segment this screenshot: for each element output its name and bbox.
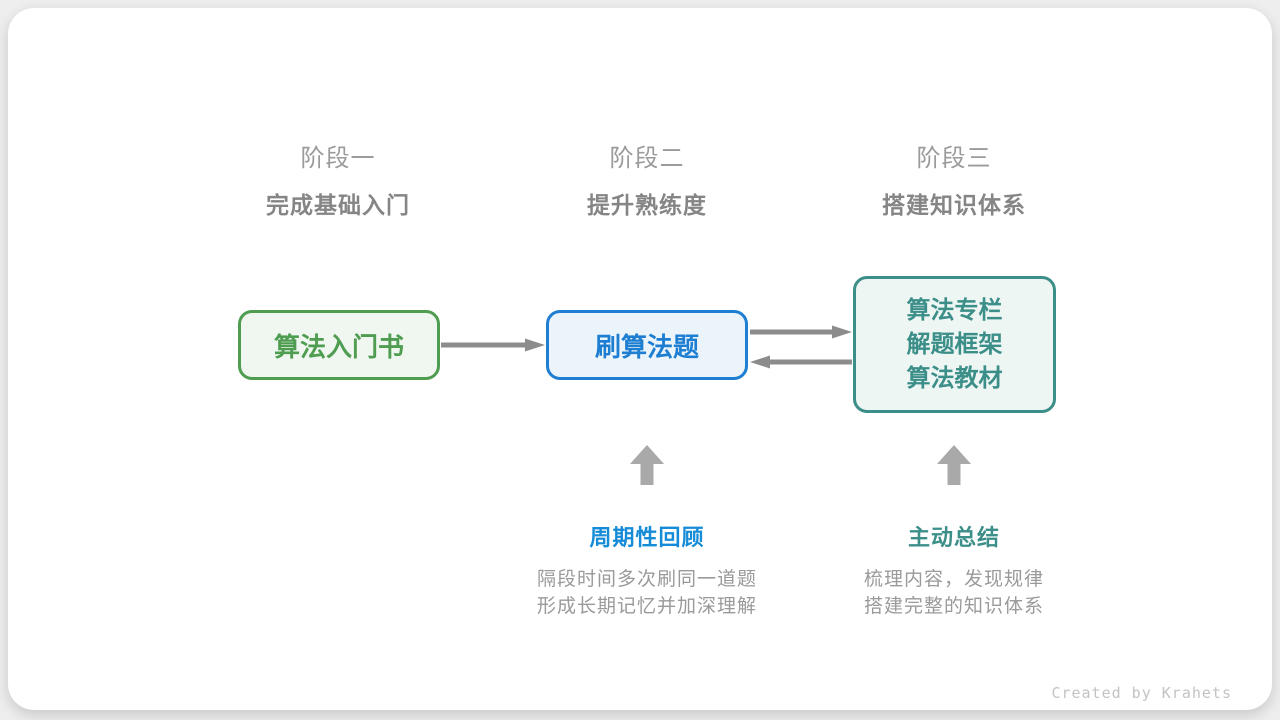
up-arrow-periodic-review-icon <box>630 445 664 485</box>
arrow-node1-to-node2-right-icon <box>441 338 545 352</box>
stage-1-label: 阶段一 <box>300 145 376 172</box>
stage-2-label: 阶段二 <box>609 145 685 172</box>
annotation-active-summary-desc: 梳理内容，发现规律 搭建完整的知识体系 <box>804 566 1104 620</box>
stage-1-subtitle: 完成基础入门 <box>266 192 410 218</box>
node-knowledge-resources-line-1: 算法专栏 <box>906 296 1003 324</box>
arrow-node3-to-node2-left-icon <box>750 355 852 369</box>
credit-text: Created by Krahets <box>1051 684 1232 702</box>
node-practice-problems: 刷算法题 <box>546 310 748 380</box>
stage-3-subtitle: 搭建知识体系 <box>882 192 1026 218</box>
arrow-node2-to-node3-right-icon <box>750 325 852 339</box>
diagram-card: 阶段一 阶段二 阶段三 完成基础入门 提升熟练度 搭建知识体系 算法入门书 刷算… <box>8 8 1272 710</box>
node-knowledge-resources-line-2: 解题框架 <box>906 330 1003 358</box>
annotation-periodic-review-desc-line-2: 形成长期记忆并加深理解 <box>536 596 757 617</box>
node-practice-problems-label: 刷算法题 <box>594 331 699 362</box>
annotation-periodic-review-desc: 隔段时间多次刷同一道题 形成长期记忆并加深理解 <box>497 566 797 620</box>
stage-2-subtitle: 提升熟练度 <box>587 192 707 218</box>
annotation-periodic-review-desc-line-1: 隔段时间多次刷同一道题 <box>536 569 757 590</box>
node-algorithm-intro-book-label: 算法入门书 <box>273 331 404 362</box>
node-algorithm-intro-book: 算法入门书 <box>238 310 440 380</box>
node-knowledge-resources: 算法专栏 解题框架 算法教材 <box>853 276 1056 413</box>
annotation-periodic-review-title: 周期性回顾 <box>589 525 705 550</box>
up-arrow-active-summary-icon <box>937 445 971 485</box>
node-knowledge-resources-line-3: 算法教材 <box>906 364 1003 392</box>
annotation-active-summary-desc-line-2: 搭建完整的知识体系 <box>863 596 1044 617</box>
annotation-active-summary-title: 主动总结 <box>907 525 1000 550</box>
annotation-active-summary-desc-line-1: 梳理内容，发现规律 <box>863 569 1044 590</box>
stage-3-label: 阶段三 <box>916 145 992 172</box>
